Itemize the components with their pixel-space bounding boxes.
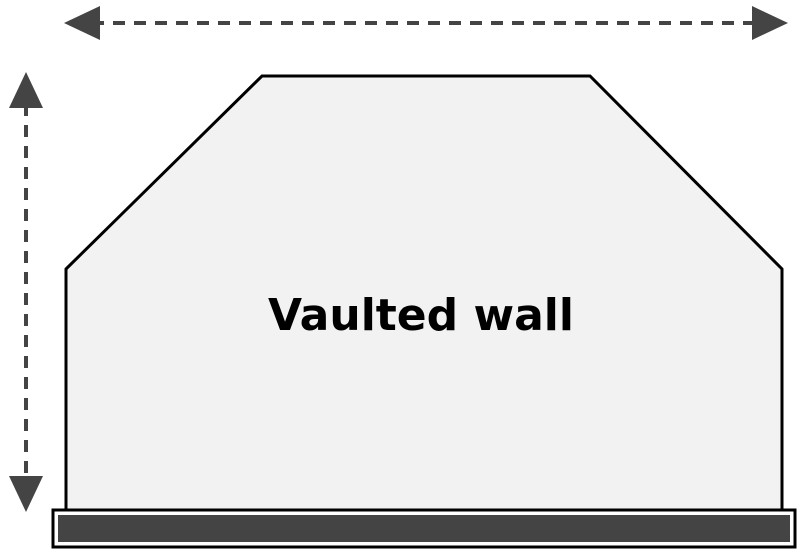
width-dimension-arrow: [64, 6, 788, 40]
width-arrowhead-right: [752, 6, 788, 40]
wall-label: Vaulted wall: [268, 290, 574, 341]
width-arrowhead-left: [64, 6, 100, 40]
height-arrowhead-top: [9, 72, 43, 108]
wall-base-strip: [58, 515, 790, 542]
height-arrowhead-bottom: [9, 476, 43, 512]
height-dimension-arrow: [9, 72, 43, 512]
